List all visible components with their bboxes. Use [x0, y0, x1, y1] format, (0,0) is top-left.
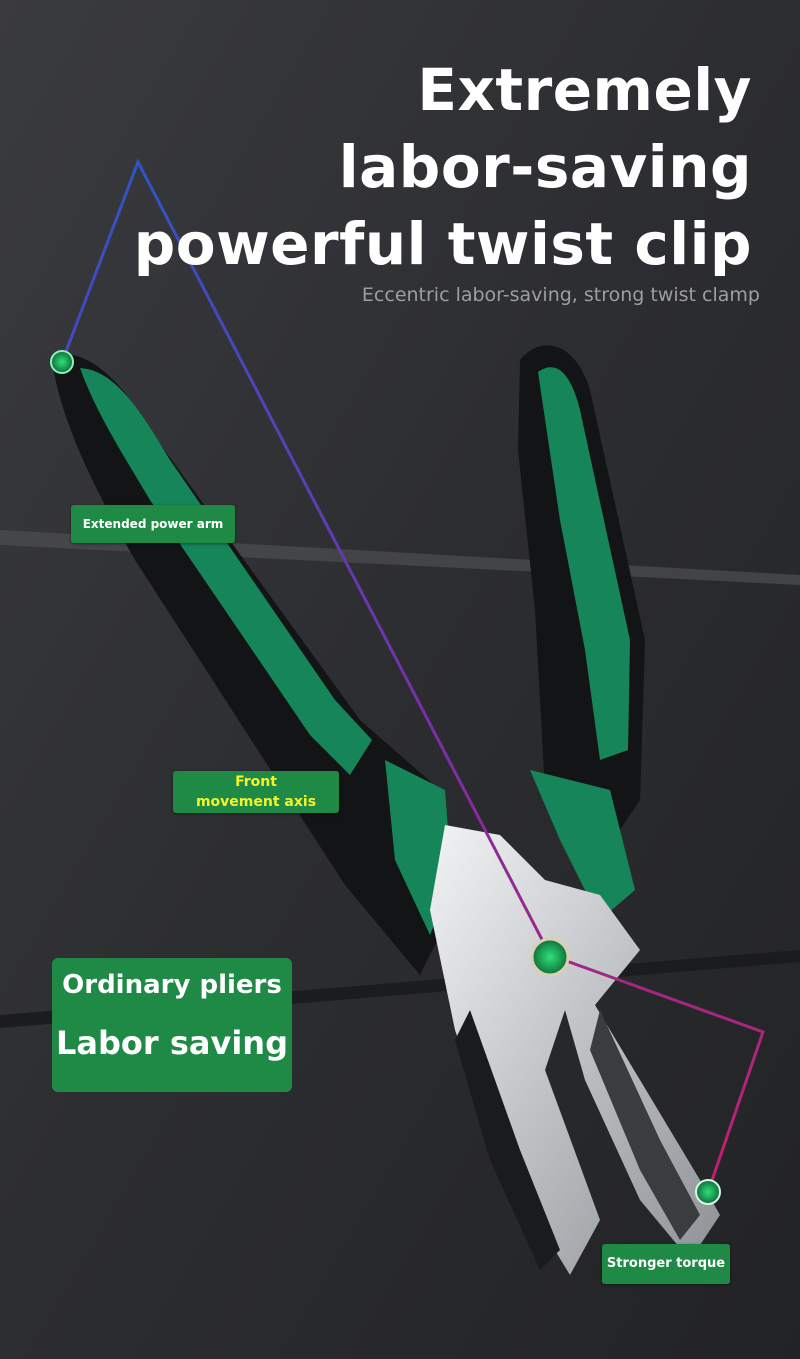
comparison-line-1: Ordinary pliers: [62, 970, 282, 1000]
jaw-shadow-left: [455, 1010, 560, 1270]
torque-label: Stronger torque: [602, 1244, 730, 1284]
movement-axis-label-line-1: Front: [235, 774, 277, 790]
pivot-point-icon: [50, 350, 74, 374]
subtitle: Eccentric labor-saving, strong twist cla…: [361, 284, 760, 306]
comparison-line-2: Labor saving: [56, 1024, 288, 1062]
movement-axis-label-line-2: movement axis: [195, 794, 317, 810]
headline-line-1: Extremely: [417, 56, 752, 124]
power-arm-label: Extended power arm: [71, 505, 235, 543]
pivot-point-icon: [530, 937, 570, 977]
headline: Extremely labor-saving powerful twist cl…: [52, 52, 752, 283]
comparison-box: Ordinary pliers Labor saving: [52, 958, 292, 1092]
left-handle-grip: [80, 368, 372, 775]
right-handle-grip: [538, 367, 630, 760]
right-handle-collar: [530, 770, 635, 920]
jaw-shadow-right: [590, 1010, 700, 1240]
headline-line-2: labor-saving: [338, 133, 752, 201]
headline-line-3: powerful twist clip: [133, 210, 752, 278]
movement-axis-label: Front movement axis: [173, 771, 339, 813]
pivot-point-icon: [695, 1179, 721, 1205]
